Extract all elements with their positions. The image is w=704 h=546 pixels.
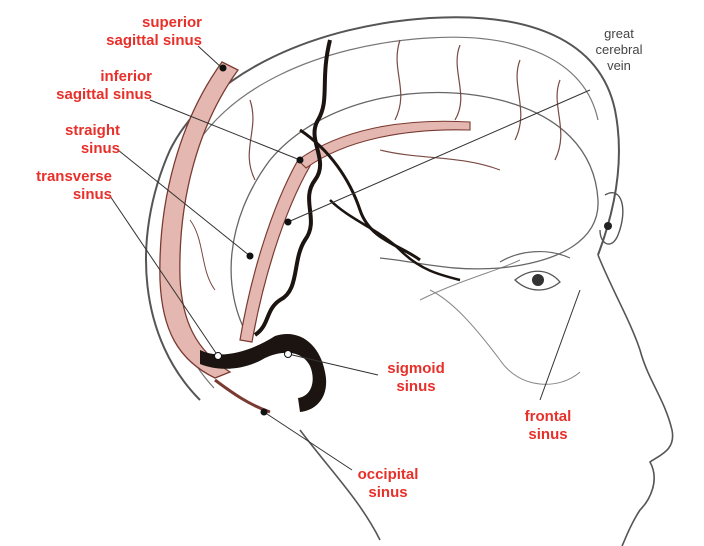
label-line: superior — [62, 14, 202, 32]
cortical-vessel-7 — [190, 220, 215, 290]
eye-iris — [532, 274, 544, 286]
label-line: sagittal sinus — [12, 86, 152, 104]
label-line: sagittal sinus — [62, 32, 202, 50]
ear-outline — [600, 193, 623, 244]
cortical-vessel-2 — [455, 45, 461, 120]
marker-straight — [247, 253, 254, 260]
marker-superior-sagittal — [220, 65, 227, 72]
label-frontal-sinus: frontal sinus — [508, 408, 588, 444]
marker-great-cerebral — [285, 219, 292, 226]
label-line: transverse — [4, 168, 112, 186]
label-line: inferior — [12, 68, 152, 86]
draining-vein-2 — [330, 200, 460, 280]
inferior-sagittal-sinus-shape — [298, 121, 470, 168]
label-line: cerebral — [584, 42, 654, 58]
cortical-vessel-6 — [380, 150, 500, 170]
pointer-lines — [110, 46, 590, 470]
label-great-cerebral-vein: great cerebral vein — [584, 26, 654, 74]
pointer-frontal — [540, 290, 580, 400]
label-superior-sagittal-sinus: superior sagittal sinus — [62, 14, 202, 50]
label-line: sinus — [508, 426, 588, 444]
face-profile — [598, 255, 673, 546]
ear-canal — [604, 222, 612, 230]
label-line: sinus — [20, 140, 120, 158]
occipital-sinus-shape — [215, 380, 270, 412]
label-transverse-sinus: transverse sinus — [4, 168, 112, 204]
label-line: sinus — [338, 484, 438, 502]
pointer-great-cerebral — [288, 90, 590, 222]
label-occipital-sinus: occipital sinus — [338, 466, 438, 502]
label-inferior-sagittal-sinus: inferior sagittal sinus — [12, 68, 152, 104]
pointer-occipital — [264, 412, 352, 470]
cortical-vessel-4 — [555, 80, 561, 160]
pointer-inferior-sagittal — [150, 100, 300, 160]
marker-transverse — [215, 353, 222, 360]
label-sigmoid-sinus: sigmoid sinus — [376, 360, 456, 396]
label-line: vein — [584, 58, 654, 74]
label-line: occipital — [338, 466, 438, 484]
label-line: straight — [20, 122, 120, 140]
marker-inferior-sagittal — [297, 157, 304, 164]
marker-sigmoid — [285, 351, 292, 358]
label-line: great — [584, 26, 654, 42]
label-line: sigmoid — [376, 360, 456, 378]
cortical-vessel-1 — [395, 40, 401, 120]
pointer-sigmoid — [288, 354, 378, 375]
cortical-vessel-3 — [515, 60, 521, 140]
label-line: frontal — [508, 408, 588, 426]
label-line: sinus — [4, 186, 112, 204]
label-line: sinus — [376, 378, 456, 396]
inner-skull-outline — [166, 37, 598, 388]
label-straight-sinus: straight sinus — [20, 122, 120, 158]
marker-occipital — [261, 409, 268, 416]
